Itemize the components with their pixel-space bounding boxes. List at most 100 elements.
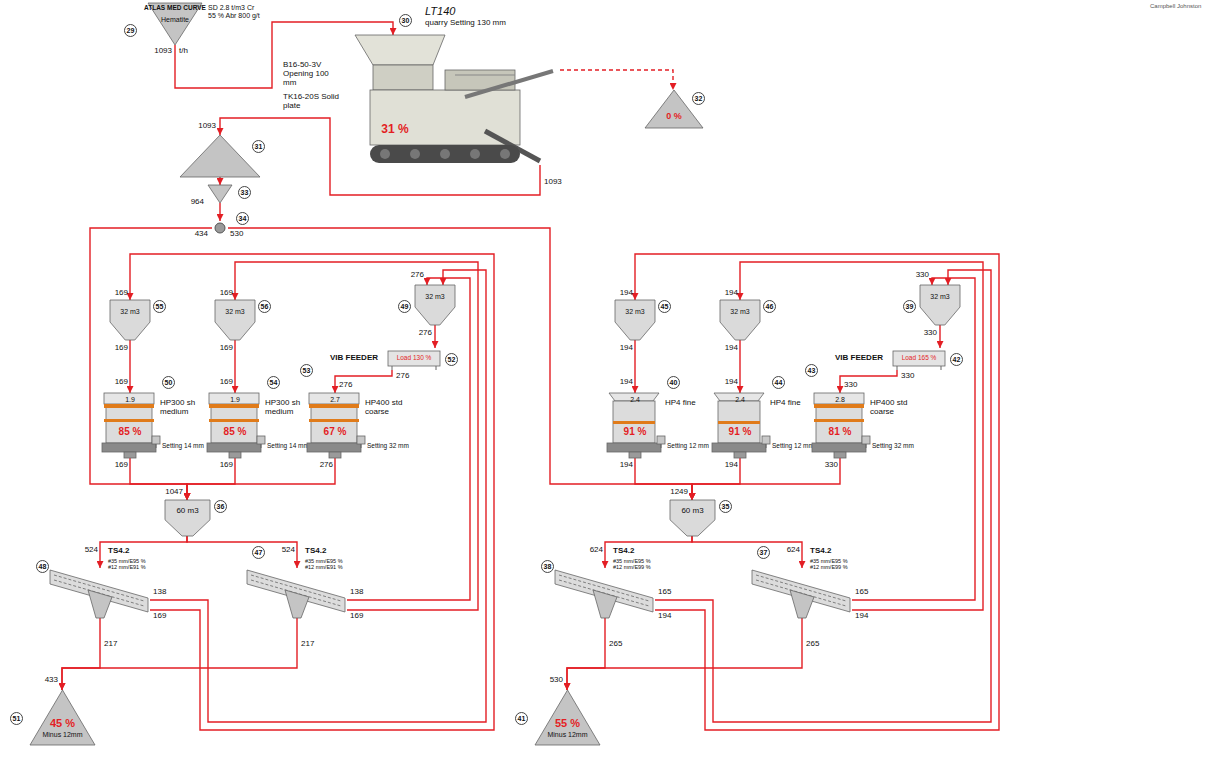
equipment-label: TS4.2: [613, 547, 653, 556]
flow-line: [335, 370, 392, 393]
flow-rate: 194: [613, 378, 633, 387]
callout-number: 42: [950, 353, 963, 366]
ore-stockpile: ATLAS MED CURVESD 2.8 t/m3 Cr 55 % Abr 8…: [140, 3, 268, 45]
flow-rate: 330: [907, 271, 929, 280]
equipment-label: HP400 std coarse: [870, 399, 916, 417]
callout-number: 47: [252, 546, 265, 559]
equipment-label: #12 mm/E99 %: [613, 564, 663, 570]
flow-rate: 169: [213, 378, 233, 387]
flow-rate: 330: [901, 372, 914, 381]
surge-bin-outline: [615, 300, 655, 340]
flow-rate: 194: [658, 612, 671, 621]
flow-rate: 530: [541, 676, 563, 685]
equipment-label: 2.7: [327, 396, 343, 404]
feeder-outline: [208, 185, 232, 203]
flow-rate: 165: [855, 588, 868, 597]
flow-rate: 330: [818, 461, 838, 470]
flow-line: [655, 270, 991, 722]
flow-line: [228, 228, 692, 500]
equipment-label: ATLAS MED CURVE: [144, 4, 210, 11]
callout-number: 34: [236, 212, 249, 225]
callout-number: 30: [399, 14, 412, 27]
flow-line: [62, 618, 297, 690]
equipment-label: #35 mm/E95 %: [810, 558, 860, 564]
equipment-label: 67 %: [313, 426, 357, 437]
flow-rate: 433: [36, 676, 58, 685]
equipment-label: 91 %: [613, 426, 657, 437]
flow-rate: 276: [313, 461, 333, 470]
cone-crusher: HP300 sh medium1.985 %Setting 14 mm: [207, 393, 311, 458]
flow-line: [692, 536, 802, 568]
cone-crusher: HP400 std coarse 2.7 67 % Setting 32 mm: [307, 393, 411, 458]
cone-crusher: HP4 fine2.491 %Setting 12 mm: [607, 393, 711, 458]
flow-rate: t/h: [179, 47, 188, 56]
flow-rate: 194: [613, 289, 633, 298]
callout-number: 45: [658, 300, 671, 313]
equipment-label: Load 130 %: [388, 354, 440, 361]
flow-rate: 169: [213, 344, 233, 353]
surge-bin: 32 m3: [920, 285, 960, 325]
equipment-label: Setting 32 mm: [367, 442, 411, 449]
flow-rate: 194: [718, 461, 738, 470]
equipment-label: Minus 12mm: [537, 731, 598, 739]
flow-line: [852, 278, 975, 600]
flow-line: [840, 370, 897, 393]
equipment-label: Setting 12 mm: [667, 442, 711, 449]
cone-crusher: HP4 fine2.491 %Setting 12 mm: [712, 393, 816, 458]
flow-rate: 169: [213, 289, 233, 298]
equipment-label: VIB FEEDER: [330, 354, 386, 363]
stockpile-outline: [180, 135, 260, 177]
flow-line: [187, 536, 297, 568]
flow-line: [234, 340, 235, 393]
equipment-label: Setting 14 mm: [162, 442, 206, 449]
surge-bin-outline: [110, 300, 150, 340]
cone-crusher: HP300 sh medium1.985 %Setting 14 mm: [102, 393, 206, 458]
flow-line: [130, 254, 494, 730]
flow-line: [605, 536, 692, 568]
equipment-label: TS4.2: [305, 547, 345, 556]
flow-rate: 624: [780, 546, 800, 555]
callout-number: 33: [238, 186, 251, 199]
equipment-label: SD 2.8 t/m3 Cr 55 % Abr 800 g/t: [208, 4, 264, 19]
equipment-label: 91 %: [718, 426, 762, 437]
flow-rate: 138: [153, 588, 166, 597]
equipment-label: HP300 sh medium: [160, 399, 206, 417]
equipment-label: 2.4: [627, 396, 643, 404]
callout-number: 43: [805, 364, 818, 377]
equipment-label: 60 m3: [167, 507, 208, 516]
equipment-label: 32 m3: [112, 308, 148, 316]
equipment-label: 1.9: [227, 396, 243, 404]
surge-bin: 32 m3: [415, 285, 455, 325]
equipment-label: HP4 fine: [770, 399, 816, 408]
vibrating-screen-outline: [555, 568, 655, 618]
vibrating-screen: TS4.2#35 mm/E95 %#12 mm/E91 %: [247, 568, 347, 618]
vibrating-feeder: VIB FEEDERLoad 130 %: [330, 348, 442, 370]
flow-line: [692, 458, 740, 500]
flow-rate: 169: [153, 612, 166, 621]
flow-line: [740, 262, 983, 610]
flow-line: [635, 458, 692, 500]
product-stockpile: 55 %Minus 12mm: [535, 690, 600, 745]
flow-line: [90, 228, 212, 500]
equipment-label: 0 %: [655, 112, 693, 122]
flow-line: [129, 340, 130, 393]
flow-rate: 169: [350, 612, 363, 621]
equipment-label: 2.4: [732, 396, 748, 404]
flow-rate: 217: [301, 640, 314, 649]
surge-bin-outline: [215, 300, 255, 340]
callout-number: 55: [153, 300, 166, 313]
flow-line: [560, 70, 673, 90]
equipment-label: HP400 std coarse: [365, 399, 411, 417]
flow-line: [434, 325, 435, 348]
flow-line: [567, 618, 802, 690]
flow-rate: 265: [609, 640, 622, 649]
equipment-label: 31 %: [375, 123, 415, 136]
flow-rate: 276: [396, 372, 409, 381]
flow-line: [939, 325, 940, 348]
equipment-label: 2.8: [832, 396, 848, 404]
flow-line: [347, 278, 470, 600]
equipment-label: TS4.2: [108, 547, 148, 556]
flow-splitter: 434530: [212, 221, 228, 235]
surge-bin-outline: [670, 500, 715, 536]
equipment-label: #35 mm/E95 %: [305, 558, 355, 564]
